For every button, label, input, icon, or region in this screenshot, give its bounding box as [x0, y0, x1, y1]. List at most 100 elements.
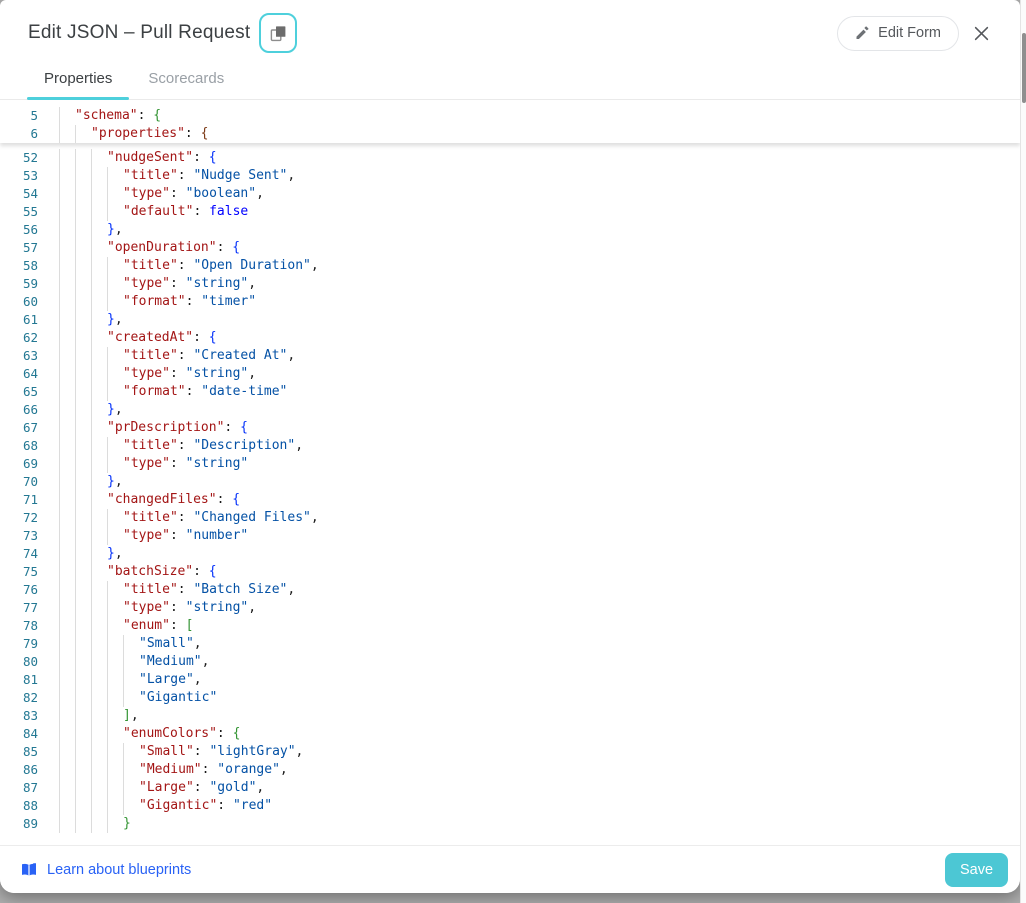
copy-button[interactable] — [259, 13, 298, 53]
line-number: 80 — [22, 654, 38, 669]
indent-guide — [107, 653, 123, 671]
pencil-icon — [855, 26, 869, 40]
indent-guide — [59, 761, 75, 779]
indent-guide — [107, 509, 123, 527]
indent-guide — [75, 671, 91, 689]
indent-guide — [107, 437, 123, 455]
indent-guide — [75, 347, 91, 365]
indent-guide — [107, 689, 123, 707]
code-line: 5"schema": { — [0, 107, 1020, 125]
indent-guide — [91, 743, 107, 761]
indent-guide — [107, 203, 123, 221]
indent-guide — [91, 167, 107, 185]
indent-guide — [75, 311, 91, 329]
indent-guide — [107, 365, 123, 383]
indent-guide — [91, 653, 107, 671]
line-number: 86 — [22, 762, 38, 777]
code-line: 70}, — [0, 473, 1020, 491]
indent-guide — [91, 599, 107, 617]
edit-form-button[interactable]: Edit Form — [837, 15, 959, 51]
indent-guide — [91, 275, 107, 293]
indent-guide — [75, 779, 91, 797]
indent-guide — [75, 617, 91, 635]
indent-guide — [75, 221, 91, 239]
indent-guide — [75, 653, 91, 671]
indent-guide — [91, 221, 107, 239]
line-number: 63 — [22, 348, 38, 363]
tab-scorecards[interactable]: Scorecards — [148, 70, 225, 87]
code-line: 76"title": "Batch Size", — [0, 581, 1020, 599]
code-line: 63"title": "Created At", — [0, 347, 1020, 365]
line-number: 66 — [22, 402, 38, 417]
indent-guide — [59, 689, 75, 707]
code-line: 52"nudgeSent": { — [0, 149, 1020, 167]
indent-guide — [107, 293, 123, 311]
close-button[interactable] — [969, 21, 994, 46]
indent-guide — [75, 203, 91, 221]
indent-guide — [75, 473, 91, 491]
line-number: 62 — [22, 330, 38, 345]
code-line: 85"Small": "lightGray", — [0, 743, 1020, 761]
learn-link-label: Learn about blueprints — [47, 861, 192, 878]
indent-guide — [91, 707, 107, 725]
indent-guide — [75, 509, 91, 527]
code-line: 84"enumColors": { — [0, 725, 1020, 743]
indent-guide — [91, 401, 107, 419]
indent-guide — [75, 437, 91, 455]
indent-guide — [75, 581, 91, 599]
indent-guide — [59, 815, 75, 833]
indent-guide — [91, 617, 107, 635]
indent-guide — [123, 761, 139, 779]
indent-guide — [59, 107, 75, 125]
page-scrollbar-thumb[interactable] — [1022, 33, 1026, 103]
book-icon — [20, 862, 38, 878]
indent-guide — [107, 167, 123, 185]
indent-guide — [75, 185, 91, 203]
save-button[interactable]: Save — [945, 852, 1008, 887]
indent-guide — [75, 725, 91, 743]
code-line: 58"title": "Open Duration", — [0, 257, 1020, 275]
line-number: 64 — [22, 366, 38, 381]
code-line: 66}, — [0, 401, 1020, 419]
code-line: 83], — [0, 707, 1020, 725]
json-code-editor[interactable]: 5"schema": {6"properties": { 52"nudgeSen… — [0, 100, 1020, 845]
indent-guide — [107, 185, 123, 203]
indent-guide — [59, 617, 75, 635]
indent-guide — [107, 581, 123, 599]
indent-guide — [59, 347, 75, 365]
code-line: 59"type": "string", — [0, 275, 1020, 293]
indent-guide — [59, 239, 75, 257]
line-number: 5 — [30, 108, 38, 123]
indent-guide — [91, 527, 107, 545]
copy-icon — [270, 25, 287, 42]
indent-guide — [75, 365, 91, 383]
indent-guide — [107, 527, 123, 545]
indent-guide — [107, 779, 123, 797]
indent-guide — [59, 545, 75, 563]
indent-guide — [91, 257, 107, 275]
indent-guide — [75, 239, 91, 257]
line-number: 82 — [22, 690, 38, 705]
indent-guide — [107, 743, 123, 761]
indent-guide — [59, 185, 75, 203]
line-number: 56 — [22, 222, 38, 237]
indent-guide — [59, 257, 75, 275]
indent-guide — [59, 383, 75, 401]
indent-guide — [75, 293, 91, 311]
line-number: 58 — [22, 258, 38, 273]
learn-about-blueprints-link[interactable]: Learn about blueprints — [20, 862, 191, 878]
page-scrollbar[interactable] — [1020, 0, 1026, 903]
line-number: 57 — [22, 240, 38, 255]
indent-guide — [123, 779, 139, 797]
code-line: 89} — [0, 815, 1020, 833]
indent-guide — [91, 761, 107, 779]
indent-guide — [75, 635, 91, 653]
line-number: 65 — [22, 384, 38, 399]
indent-guide — [75, 527, 91, 545]
indent-guide — [75, 545, 91, 563]
tab-properties[interactable]: Properties — [27, 58, 130, 100]
code-line: 60"format": "timer" — [0, 293, 1020, 311]
indent-guide — [59, 527, 75, 545]
line-number: 67 — [22, 420, 38, 435]
line-number: 84 — [22, 726, 38, 741]
